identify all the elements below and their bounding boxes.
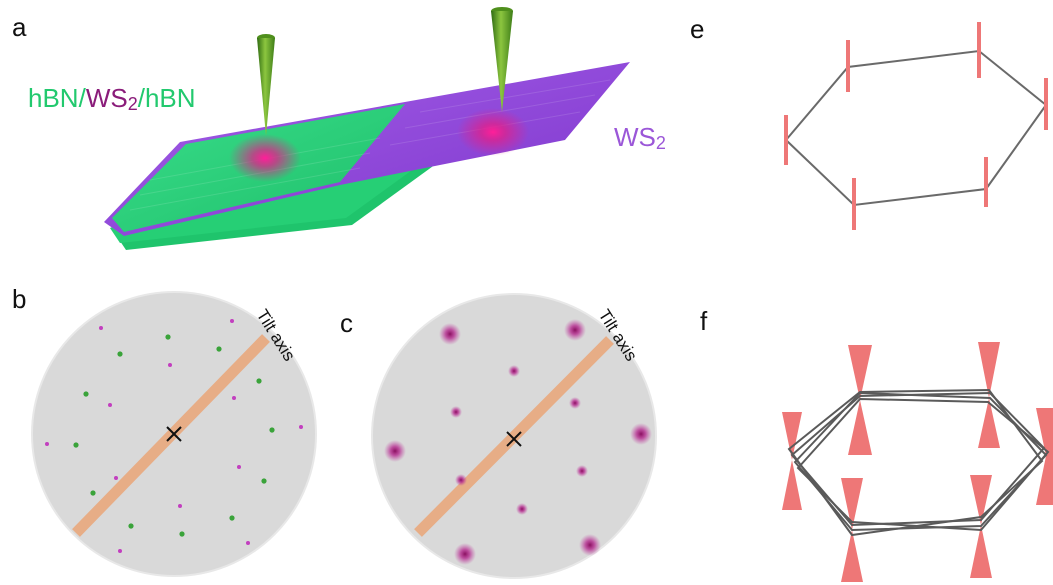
- panel-f-hexagons: [782, 342, 1053, 582]
- panel-b-center-cross: [166, 426, 182, 442]
- hexagon-outline: [784, 49, 1048, 207]
- panel-letter-b: b: [12, 284, 27, 314]
- panel-letter-a: a: [12, 12, 27, 42]
- probe-tip-left: [257, 34, 275, 136]
- hotspot-right: [457, 108, 529, 156]
- panel-c-center-cross: [506, 431, 522, 447]
- heterostructure-label: hBN/WS2/hBN: [28, 83, 196, 115]
- label-ws: WS: [85, 83, 128, 113]
- panel-c-large-spots: [384, 319, 652, 565]
- hotspot-left: [229, 134, 301, 182]
- panel-b-diffraction: Tilt axis: [31, 291, 317, 577]
- monolayer-ws-sub: 2: [655, 133, 666, 153]
- panel-b-green-dots: [73, 334, 275, 537]
- panel-b-tilt-axis: [72, 334, 270, 537]
- label-ws-sub: 2: [127, 94, 138, 114]
- panel-letter-e: e: [690, 14, 705, 44]
- panel-c-diffraction: Tilt axis: [371, 293, 657, 579]
- panel-letter-c: c: [340, 308, 353, 338]
- probe-tip-right: [491, 7, 513, 112]
- vertex-bars: [784, 22, 1048, 230]
- monolayer-label: WS2: [614, 122, 666, 154]
- label-hbn-2: /hBN: [137, 83, 196, 113]
- panel-e-hexagon: [784, 22, 1048, 230]
- panel-c-tilt-axis: [414, 336, 614, 537]
- hexagon-outlines: [787, 388, 1050, 537]
- panel-c-small-spots: [450, 365, 588, 515]
- bowtie-markers: [782, 342, 1053, 582]
- monolayer-ws: WS: [614, 122, 656, 152]
- panel-b-magenta-dots: [45, 319, 303, 553]
- panel-letter-f: f: [700, 306, 708, 336]
- panel-a-schematic: [104, 7, 630, 250]
- label-hbn-1: hBN/: [28, 83, 86, 113]
